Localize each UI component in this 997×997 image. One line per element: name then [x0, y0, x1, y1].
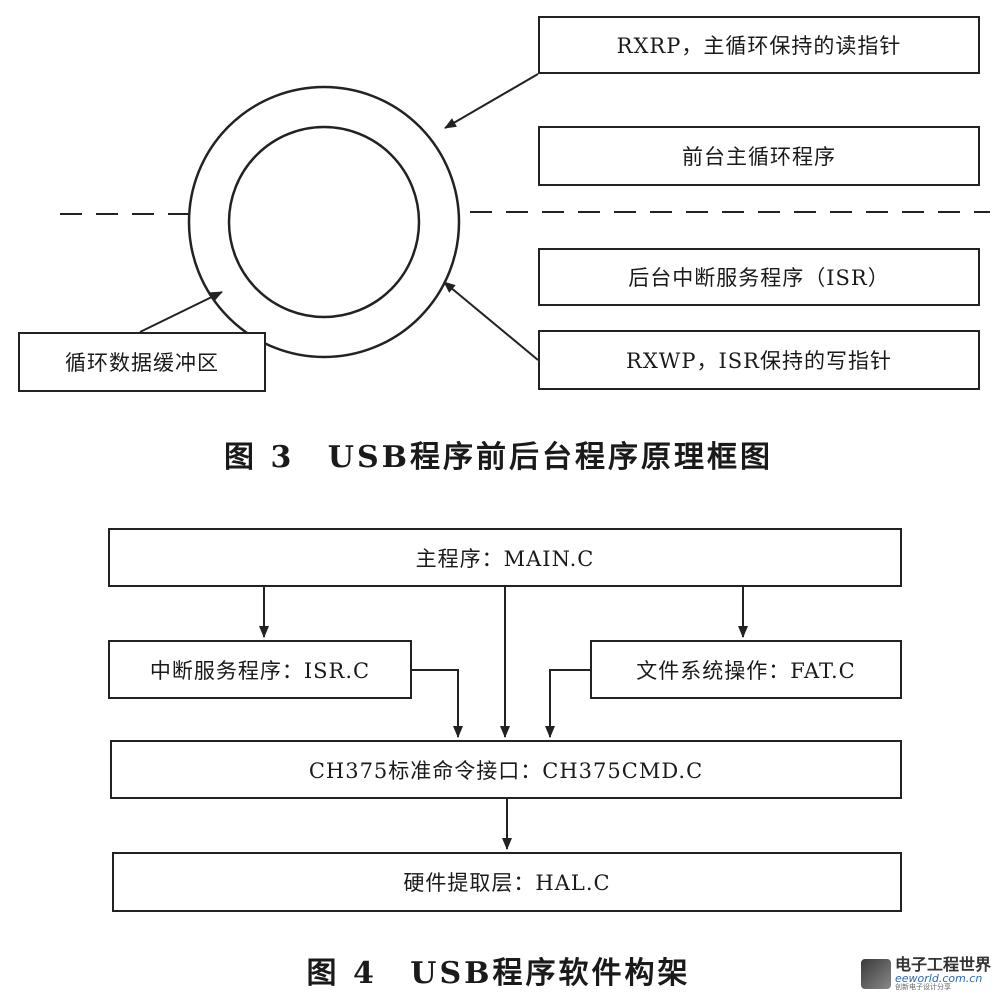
fat-module-box: 文件系统操作：FAT.C	[590, 640, 902, 699]
eeworld-watermark: 电子工程世界 eeworld.com.cn 创新电子设计分享	[861, 955, 991, 993]
write-pointer-box: RXWP，ISR保持的写指针	[538, 330, 980, 390]
main-program-box: 主程序：MAIN.C	[108, 528, 902, 587]
ring-buffer-box: 循环数据缓冲区	[18, 332, 266, 392]
figure4-caption-title: USB程序软件构架	[410, 956, 691, 991]
eeworld-logo-icon	[861, 959, 891, 989]
main-program-label: 主程序：MAIN.C	[415, 546, 595, 571]
foreground-loop-label: 前台主循环程序	[682, 145, 836, 169]
figure3-caption: 图 3 USB程序前后台程序原理框图	[0, 432, 997, 476]
hal-layer-box: 硬件提取层：HAL.C	[112, 852, 902, 912]
fat-module-label: 文件系统操作：FAT.C	[636, 658, 856, 683]
write-pointer-label: RXWP，ISR保持的写指针	[626, 349, 892, 373]
figure4-caption: 图 4 USB程序软件构架	[0, 948, 997, 992]
hal-layer-label: 硬件提取层：HAL.C	[403, 871, 611, 895]
cmd-interface-label: CH375标准命令接口：CH375CMD.C	[308, 758, 704, 783]
isr-module-box: 中断服务程序：ISR.C	[108, 640, 412, 699]
watermark-site: eeworld.com.cn	[895, 972, 983, 985]
background-isr-label: 后台中断服务程序（ISR）	[628, 266, 890, 290]
watermark-name: 电子工程世界	[895, 955, 992, 974]
ring-buffer-label: 循环数据缓冲区	[65, 351, 219, 375]
isr-module-label: 中断服务程序：ISR.C	[149, 658, 371, 683]
read-pointer-box: RXRP，主循环保持的读指针	[538, 16, 980, 74]
ring-buffer-inner	[227, 125, 421, 319]
eeworld-logo-text: 电子工程世界 eeworld.com.cn 创新电子设计分享	[895, 957, 991, 991]
watermark-tagline: 创新电子设计分享	[895, 983, 951, 991]
cmd-interface-box: CH375标准命令接口：CH375CMD.C	[110, 740, 902, 799]
write-pointer-arrow	[443, 281, 539, 361]
background-isr-box: 后台中断服务程序（ISR）	[538, 248, 980, 306]
read-pointer-label: RXRP，主循环保持的读指针	[616, 34, 902, 58]
foreground-loop-box: 前台主循环程序	[538, 126, 980, 186]
ring-buffer-arrow	[139, 291, 223, 333]
figure3-caption-number: 图 3	[224, 440, 295, 475]
isr-to-cmd-arrow	[412, 669, 463, 738]
read-pointer-arrow	[444, 73, 539, 129]
figure4-caption-number: 图 4	[306, 956, 377, 991]
figure3-caption-title: USB程序前后台程序原理框图	[327, 440, 773, 475]
fat-to-cmd-arrow	[545, 669, 590, 738]
